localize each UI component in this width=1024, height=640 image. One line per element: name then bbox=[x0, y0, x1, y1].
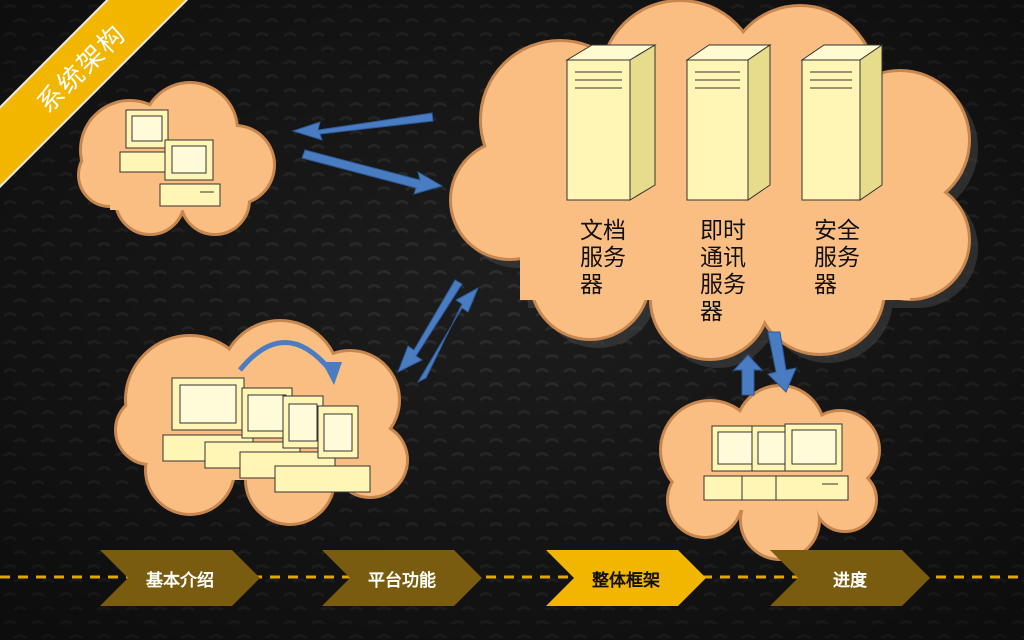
nav-item-intro[interactable]: 基本介绍 bbox=[100, 550, 260, 606]
arrow-from-top-left bbox=[301, 149, 444, 195]
label-line: 服务 bbox=[814, 245, 860, 271]
server-tower-messaging bbox=[685, 44, 772, 201]
nav-item-features[interactable]: 平台功能 bbox=[322, 550, 482, 606]
nav-item-progress[interactable]: 进度 bbox=[770, 550, 930, 606]
server-label-security: 安全 服务 器 bbox=[814, 218, 874, 299]
arrow-down-bottom-right bbox=[767, 331, 797, 393]
label-line: 器 bbox=[700, 299, 723, 325]
arrow-up-bottom-right bbox=[732, 354, 764, 396]
arrow-from-left bbox=[416, 286, 480, 384]
server-label-messaging: 即时 通讯 服务 器 bbox=[700, 218, 760, 326]
label-line: 服务 bbox=[700, 272, 746, 298]
label-line: 器 bbox=[814, 272, 837, 298]
arrow-to-top-left bbox=[291, 112, 434, 141]
nav-label: 基本介绍 bbox=[146, 570, 214, 591]
nav-label: 平台功能 bbox=[368, 570, 436, 591]
label-line: 即时 bbox=[700, 218, 746, 244]
server-tower-security bbox=[800, 44, 884, 201]
server-tower-document bbox=[565, 44, 657, 201]
label-line: 文档 bbox=[580, 218, 626, 244]
computer-icon bbox=[119, 109, 221, 207]
label-line: 器 bbox=[580, 272, 603, 298]
label-line: 通讯 bbox=[700, 245, 746, 271]
computer-row-icon bbox=[703, 423, 849, 501]
nav-item-framework[interactable]: 整体框架 bbox=[546, 550, 706, 606]
rotate-arrow-icon bbox=[238, 340, 332, 372]
nav-label: 进度 bbox=[833, 570, 867, 591]
connection-arrows bbox=[291, 112, 797, 396]
label-line: 安全 bbox=[814, 218, 860, 244]
server-label-document: 文档 服务 器 bbox=[580, 218, 640, 299]
label-line: 服务 bbox=[580, 245, 626, 271]
computer-group-icon bbox=[162, 377, 371, 493]
arrow-to-left bbox=[397, 279, 463, 374]
nav-label: 整体框架 bbox=[592, 570, 660, 591]
